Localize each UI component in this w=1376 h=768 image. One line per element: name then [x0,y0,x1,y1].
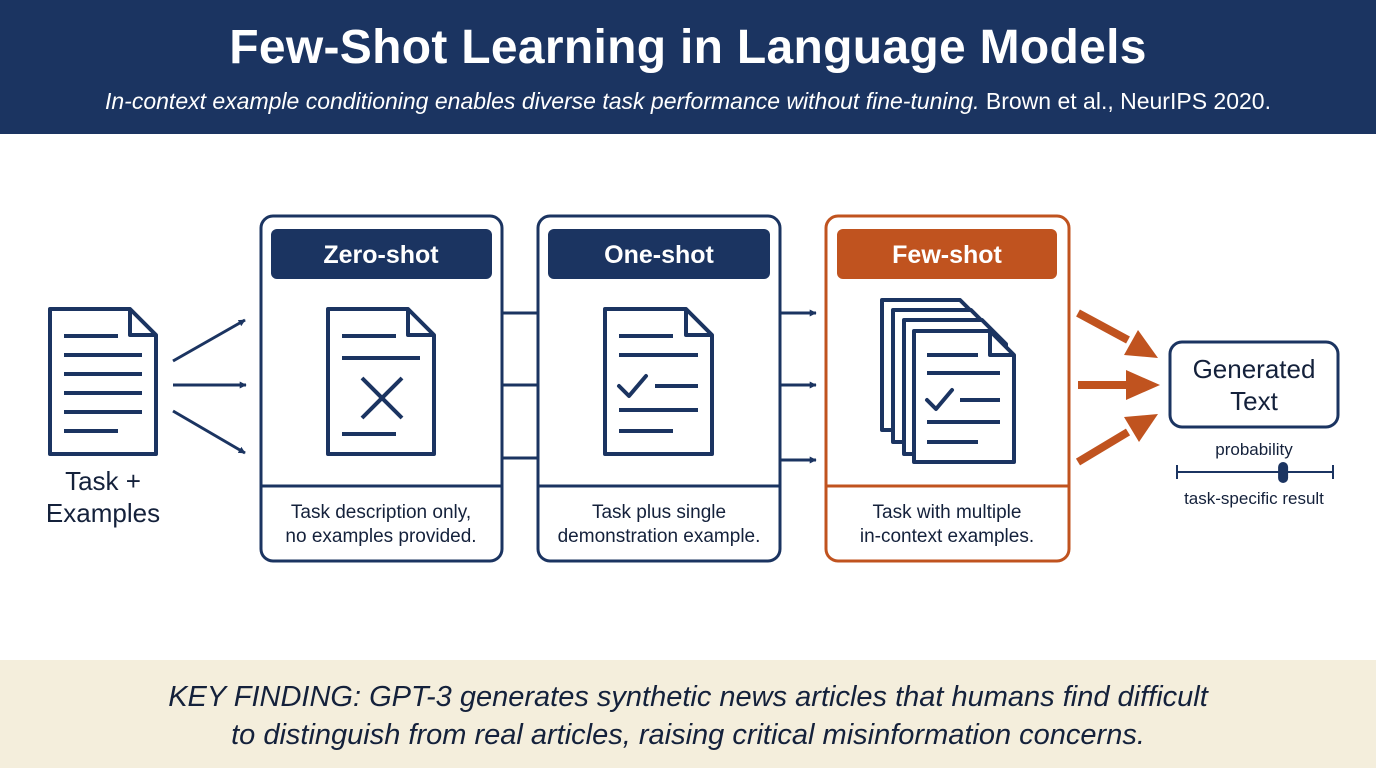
output-label-line2: Text [1230,386,1278,416]
probability-marker [1278,462,1289,483]
document-x-icon [326,307,436,456]
input-label-line1: Task + [65,466,141,496]
key-finding-line2: to distinguish from real articles, raisi… [231,719,1145,751]
panel-few-shot: Few-shot Task with multiple in-context e… [824,214,1071,563]
output-arrow-middle [1078,370,1160,400]
output-label-line1: Generated [1193,354,1316,384]
scale-top-label: probability [1215,440,1293,459]
subtitle-description: In-context example conditioning enables … [105,88,980,114]
panel-one-shot: One-shot Task plus single demonstration … [536,214,782,563]
one-shot-title-bar [548,229,770,279]
input-arrows [172,318,247,455]
one-shot-desc-line2: demonstration example. [558,526,761,547]
page-title: Few-Shot Learning in Language Models [229,21,1147,74]
input-arrow-down [172,409,246,455]
input-label-line2: Examples [46,498,160,528]
stacked-documents-icon [880,298,1016,464]
input-document-icon [48,307,158,456]
few-shot-desc-line1: Task with multiple [873,502,1022,523]
one-shot-desc-line1: Task plus single [592,502,726,523]
panel-connectors [502,311,538,460]
generated-text-box [1168,340,1340,429]
zero-shot-desc-line2: no examples provided. [285,526,476,547]
key-finding-text: KEY FINDING: GPT-3 generates synthetic n… [80,678,1296,754]
key-finding-line1: KEY FINDING: GPT-3 generates synthetic n… [168,681,1208,713]
zero-shot-title: Zero-shot [323,241,439,269]
output-arrow-lower [1075,414,1158,466]
subtitle-citation: Brown et al., NeurIPS 2020. [985,88,1271,114]
few-shot-desc-line2: in-context examples. [860,526,1034,547]
panel-zero-shot: Zero-shot Task description only, no exam… [259,214,504,563]
document-check-icon [603,307,714,456]
key-finding-banner: KEY FINDING: GPT-3 generates synthetic n… [0,660,1376,768]
middle-arrows [780,309,817,464]
output-arrow-upper [1076,309,1158,358]
few-shot-title: Few-shot [892,241,1002,269]
zero-shot-desc-line1: Task description only, [291,502,471,523]
few-shot-title-bar [837,229,1057,279]
page-subtitle: In-context example conditioning enables … [0,88,1376,115]
output-arrows [1075,309,1160,466]
header-banner: Few-Shot Learning in Language Models In-… [0,0,1376,134]
input-arrow-up [172,318,246,363]
few-shot-diagram: Task + Examples Zero-shot [46,214,1340,563]
probability-scale [1176,465,1334,479]
one-shot-title: One-shot [604,241,714,269]
zero-shot-title-bar [271,229,492,279]
scale-bottom-label: task-specific result [1184,489,1324,508]
